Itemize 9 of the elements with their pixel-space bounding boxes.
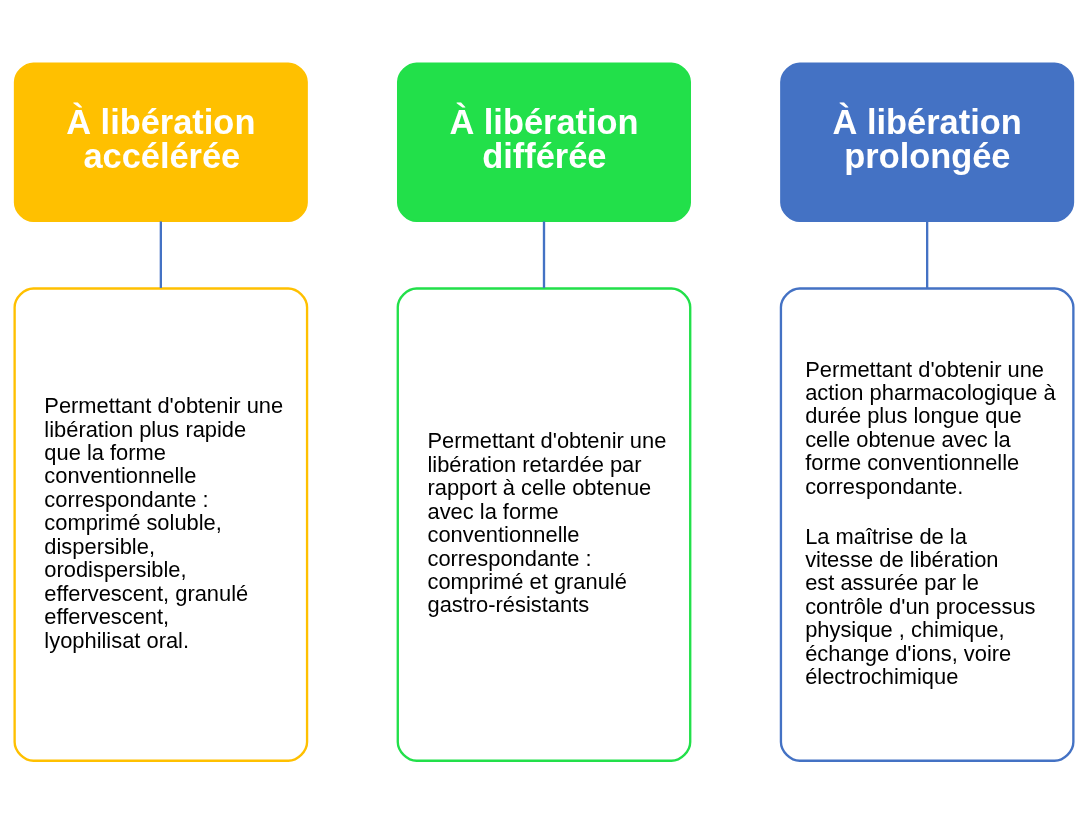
connector (542, 221, 546, 288)
node-box: À libération différée (397, 62, 691, 222)
connector (159, 221, 163, 288)
node-box: Permettant d'obtenir une libération plus rapide que la forme conventionnelle correspondante : comprimé soluble, dispersible, orodispersible, effervescent, granulé effervescent, lyophilisat oral. (13, 287, 309, 762)
node-box: À libération prolongée (780, 62, 1075, 222)
node-box: À libération accélérée (13, 62, 308, 222)
connector (925, 221, 929, 288)
node-box: Permettant d'obtenir une action pharmacologique à durée plus longue que celle obtenue avec la forme conventionnelle correspondante. La maîtrise de la vitesse de libération est assurée par le contrôle d'un processus physique , chimique, échange d'ions, voire électrochimique (779, 287, 1075, 762)
node-box: Permettant d'obtenir une libération retardée par rapport à celle obtenue avec la forme conventionnelle correspondante : comprimé et granulé gastro-résistants (396, 287, 692, 762)
